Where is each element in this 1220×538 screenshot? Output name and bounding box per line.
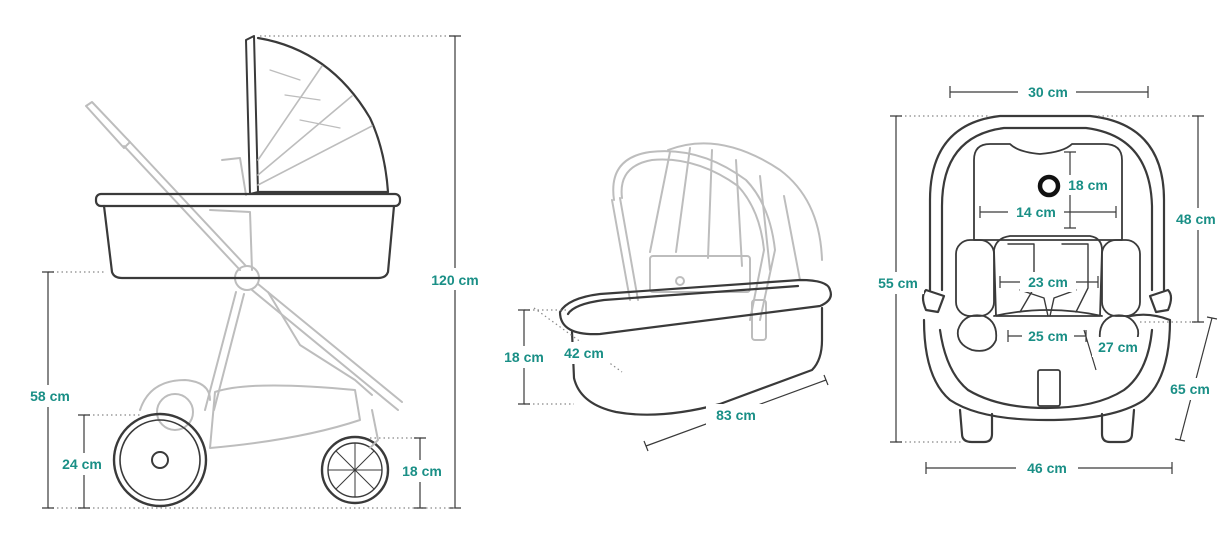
car-seat-drawing bbox=[921, 114, 1173, 444]
car-seat-inner-height-label: 48 cm bbox=[1176, 211, 1216, 227]
stroller-seat-height-label: 58 cm bbox=[30, 388, 70, 404]
car-seat-depth-label: 65 cm bbox=[1170, 381, 1210, 397]
stroller-rear-wheel-label: 24 cm bbox=[62, 456, 102, 472]
stroller-drawing bbox=[85, 35, 403, 508]
car-seat-top-width-label: 30 cm bbox=[1028, 84, 1068, 100]
car-seat-base-width-label: 46 cm bbox=[1027, 460, 1067, 476]
carrycot-dimensions bbox=[518, 307, 829, 452]
stroller-hood bbox=[245, 35, 390, 195]
carrycot-drawing bbox=[558, 142, 832, 416]
carrycot-height-label: 18 cm bbox=[504, 349, 544, 365]
carrycot-hood bbox=[611, 142, 823, 341]
stroller-bassinet bbox=[94, 192, 402, 280]
stroller-front-wheel bbox=[320, 409, 390, 505]
car-seat-total-height-label: 55 cm bbox=[878, 275, 918, 291]
car-seat-shell bbox=[921, 114, 1173, 444]
car-seat-shoulder-width-label: 23 cm bbox=[1028, 274, 1068, 290]
car-seat-seat-width-label: 25 cm bbox=[1028, 328, 1068, 344]
carrycot-width-label: 42 cm bbox=[564, 345, 604, 361]
carrycot-basket bbox=[558, 278, 832, 416]
car-seat-inner bbox=[955, 143, 1141, 352]
stroller-height-total-label: 120 cm bbox=[431, 272, 478, 288]
carrycot-length-label: 83 cm bbox=[716, 407, 756, 423]
stroller-dimensions bbox=[42, 35, 461, 509]
stroller-chassis bbox=[85, 101, 403, 449]
stroller-rear-wheel bbox=[112, 412, 208, 508]
car-seat-headrest-width-label: 14 cm bbox=[1016, 204, 1056, 220]
stroller-front-wheel-label: 18 cm bbox=[402, 463, 442, 479]
car-seat-headrest-height-label: 18 cm bbox=[1068, 177, 1108, 193]
car-seat-seat-depth-label: 27 cm bbox=[1098, 339, 1138, 355]
